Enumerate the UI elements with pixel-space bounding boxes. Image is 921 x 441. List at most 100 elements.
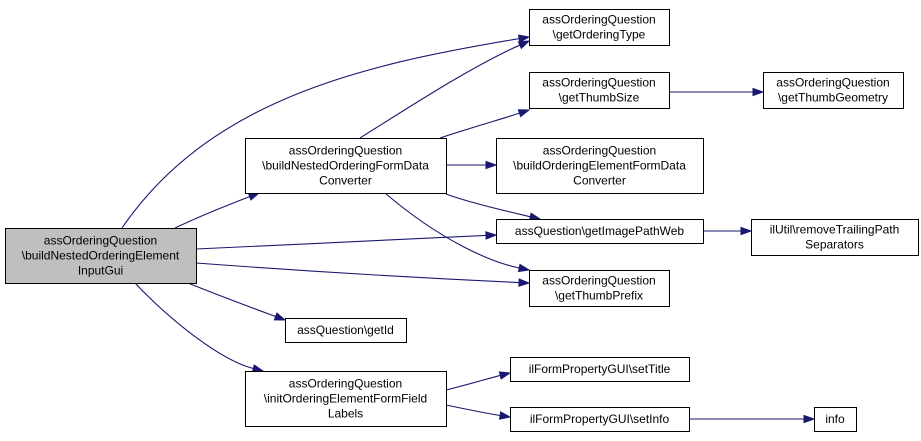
edge-line — [445, 374, 501, 391]
node-label-line: assOrderingQuestion — [542, 13, 655, 27]
node-box[interactable] — [814, 407, 857, 432]
edge-line — [134, 282, 254, 370]
node-box[interactable] — [245, 138, 447, 194]
node-info[interactable]: info — [814, 407, 857, 432]
edge-buildNested-to-getThumbPrefix — [384, 192, 531, 273]
edge-line — [384, 192, 520, 269]
edge-line — [121, 38, 520, 229]
edge-line — [359, 44, 521, 139]
node-getOrderingType[interactable]: assOrderingQuestion\getOrderingType — [529, 9, 670, 46]
node-buildOrderingElement[interactable]: assOrderingQuestion\buildOrderingElement… — [496, 138, 704, 194]
edge-line — [195, 234, 487, 250]
edge-line — [439, 112, 520, 139]
node-label-line: assOrderingQuestion — [542, 274, 655, 288]
edge-initOrdering-to-setInfo — [445, 404, 512, 420]
node-label-line: \getThumbSize — [559, 91, 640, 105]
edge-line — [187, 282, 276, 318]
node-getThumbGeometry[interactable]: assOrderingQuestion\getThumbGeometry — [763, 72, 904, 109]
node-box[interactable] — [496, 138, 704, 194]
arrow-head — [498, 411, 512, 420]
node-label-line: ilFormPropertyGUI\setInfo — [530, 412, 670, 426]
node-box[interactable] — [510, 357, 690, 382]
node-setTitle[interactable]: ilFormPropertyGUI\setTitle — [510, 357, 690, 382]
node-label-line: info — [825, 412, 845, 426]
arrow-head — [251, 364, 265, 373]
edge-getThumbSize-to-getThumbGeometry — [669, 87, 765, 97]
edge-root-to-getThumbPrefix — [195, 262, 531, 287]
edge-root-to-initOrdering — [134, 282, 265, 373]
node-label-line: assOrderingQuestion — [776, 76, 889, 90]
node-label-line: \buildOrderingElementFormData — [513, 159, 686, 173]
node-box[interactable] — [751, 219, 919, 256]
edge-line — [195, 262, 520, 284]
edge-getImagePathWeb-to-removeTrailing — [703, 226, 753, 236]
node-initOrdering[interactable]: assOrderingQuestion\initOrderingElementF… — [245, 371, 447, 427]
node-label-line: assOrderingQuestion — [542, 76, 655, 90]
edge-buildNested-to-getThumbSize — [439, 109, 531, 139]
node-box[interactable] — [763, 72, 904, 109]
edges-layer — [121, 34, 816, 424]
edge-buildNested-to-buildOrderingElement — [446, 160, 498, 170]
arrow-head — [485, 160, 498, 170]
node-label-line: Converter — [319, 174, 372, 188]
node-label-line: ilFormPropertyGUI\setTitle — [529, 362, 671, 376]
arrow-head — [752, 87, 765, 97]
edge-buildNested-to-getImagePathWeb — [445, 193, 542, 221]
node-getThumbPrefix[interactable]: assOrderingQuestion\getThumbPrefix — [529, 270, 670, 307]
arrow-head — [517, 40, 531, 50]
node-label-line: \buildNestedOrderingFormData — [262, 159, 429, 173]
node-setInfo[interactable]: ilFormPropertyGUI\setInfo — [510, 407, 690, 432]
edge-initOrdering-to-setTitle — [445, 371, 512, 391]
node-label-line: assOrderingQuestion — [289, 377, 402, 391]
edge-line — [445, 193, 531, 218]
node-label-line: Converter — [573, 174, 626, 188]
arrow-head — [247, 192, 261, 201]
edge-root-to-getId — [187, 282, 287, 321]
edge-root-to-buildNested — [174, 192, 261, 229]
node-box[interactable] — [285, 318, 407, 343]
edge-buildNested-to-getOrderingType — [359, 40, 531, 139]
node-box[interactable] — [496, 219, 704, 244]
node-label-line: assQuestion\getImagePathWeb — [515, 224, 685, 238]
node-box[interactable] — [529, 72, 670, 109]
node-label-line: assOrderingQuestion — [543, 144, 656, 158]
arrow-head — [518, 278, 531, 287]
node-label-line: \getThumbPrefix — [555, 289, 643, 303]
arrow-head — [803, 414, 816, 424]
node-label-line: assOrderingQuestion — [289, 144, 402, 158]
node-label-line: \initOrderingElementFormField — [264, 392, 427, 406]
node-label-line: \getOrderingType — [553, 28, 646, 42]
nodes-layer: assOrderingQuestion\buildNestedOrderingE… — [5, 9, 919, 432]
edge-line — [445, 404, 501, 417]
edge-setInfo-to-info — [689, 414, 816, 424]
arrow-head — [498, 371, 512, 380]
edge-root-to-getImagePathWeb — [195, 231, 498, 250]
node-label-line: Separators — [805, 238, 864, 252]
arrow-head — [740, 226, 753, 236]
node-getImagePathWeb[interactable]: assQuestion\getImagePathWeb — [496, 219, 704, 244]
node-box[interactable] — [245, 371, 447, 427]
node-getThumbSize[interactable]: assOrderingQuestion\getThumbSize — [529, 72, 670, 109]
node-root[interactable]: assOrderingQuestion\buildNestedOrderingE… — [5, 228, 197, 284]
node-label-line: assQuestion\getId — [297, 323, 394, 337]
node-label-line: \getThumbGeometry — [778, 91, 888, 105]
node-getId[interactable]: assQuestion\getId — [285, 318, 407, 343]
node-buildNested[interactable]: assOrderingQuestion\buildNestedOrderingF… — [245, 138, 447, 194]
node-label-line: \buildNestedOrderingElement — [22, 249, 180, 263]
edge-root-to-getOrderingType — [121, 34, 531, 229]
node-label-line: ilUtil\removeTrailingPath — [770, 223, 900, 237]
arrow-head — [517, 109, 531, 118]
arrow-head — [485, 231, 498, 240]
edge-line — [174, 196, 250, 229]
node-box[interactable] — [5, 228, 197, 284]
node-label-line: assOrderingQuestion — [44, 234, 157, 248]
node-box[interactable] — [529, 9, 670, 46]
node-label-line: InputGui — [78, 264, 123, 278]
node-box[interactable] — [510, 407, 690, 432]
arrow-head — [273, 312, 287, 321]
node-box[interactable] — [529, 270, 670, 307]
arrow-head — [517, 34, 531, 43]
arrow-head — [517, 263, 531, 273]
